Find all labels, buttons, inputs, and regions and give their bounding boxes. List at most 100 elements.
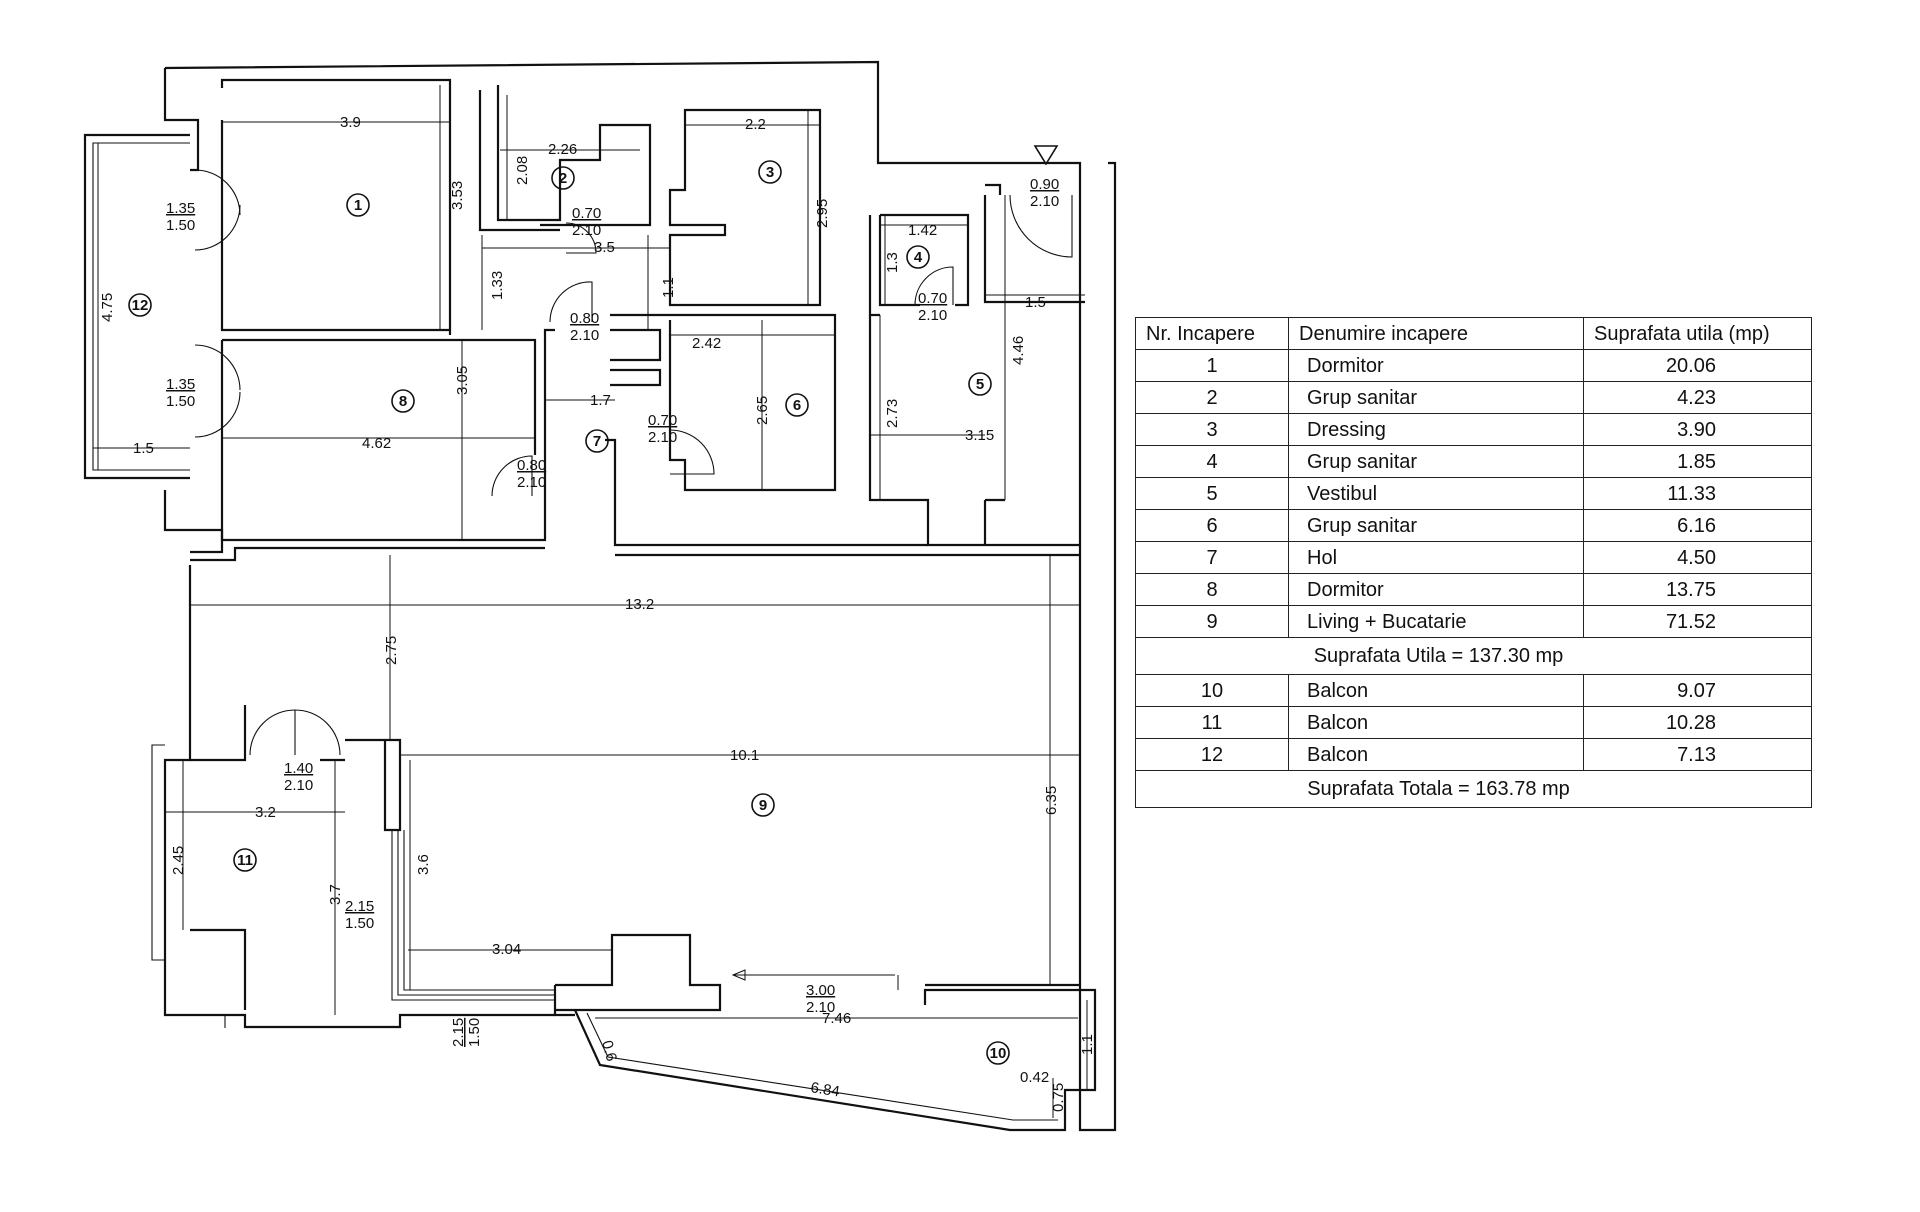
opening-w11b-height: 1.50 [466, 1018, 483, 1047]
room-number-cell: 12 [1135, 738, 1289, 771]
room-name-cell: Dressing [1288, 413, 1584, 446]
dim-r9-depth-c: 3.6 [415, 854, 432, 875]
dim-r2-width: 2.26 [548, 141, 577, 158]
header-area: Suprafata utila (mp) [1583, 317, 1812, 350]
room-marker-number: 12 [132, 297, 149, 314]
dim-r10-small-c: 1.1 [1079, 1034, 1096, 1055]
room-marker: 1 [346, 193, 370, 217]
room-number-cell: 6 [1135, 509, 1289, 542]
room-marker-circle [391, 389, 415, 413]
dim-r1-width: 3.9 [340, 114, 361, 131]
opening-d6-width: 0.70 [648, 412, 677, 429]
opening-d4-height: 2.10 [918, 307, 947, 324]
dim-r12-height: 4.75 [99, 293, 116, 322]
dim-r9-kitchen: 3.04 [492, 941, 521, 958]
room-marker-circle [233, 848, 257, 872]
dim-r9-depth-b: 6.35 [1043, 786, 1060, 815]
room-name-cell: Living + Bucatarie [1288, 605, 1584, 638]
room-name-cell: Dormitor [1288, 573, 1584, 606]
dim-r4-width: 1.42 [908, 222, 937, 239]
room-marker: 9 [751, 793, 775, 817]
dim-r12-width: 1.5 [133, 440, 154, 457]
room-marker-circle [551, 166, 575, 190]
dim-r1-height: 3.53 [449, 181, 466, 210]
room-marker-circle [785, 393, 809, 417]
room-name-cell: Vestibul [1288, 477, 1584, 510]
room-marker-number: 5 [976, 376, 984, 393]
dimension-labels: 3.9 3.53 2.26 2.08 2.2 2.95 3.5 1.33 1.1… [99, 114, 1096, 1112]
room-marker-number: 8 [399, 393, 407, 410]
room-marker-circle [346, 193, 370, 217]
room-marker: 7 [585, 429, 609, 453]
room-marker-circle [968, 372, 992, 396]
floor-plan: 3.9 3.53 2.26 2.08 2.2 2.95 3.5 1.33 1.1… [83, 60, 1117, 1132]
opening-d6-height: 2.10 [648, 429, 677, 446]
room-area-cell: 71.52 [1583, 605, 1812, 638]
room-marker-circle [986, 1041, 1010, 1065]
opening-d2-width: 0.70 [572, 205, 601, 222]
opening-w11-height: 1.50 [345, 915, 374, 932]
room-marker-circle [585, 429, 609, 453]
opening-w12b-height: 1.50 [166, 393, 195, 410]
dim-r3-height: 2.95 [814, 199, 831, 228]
room-name-cell: Balcon [1288, 738, 1584, 771]
room-marker-number: 3 [766, 164, 774, 181]
dim-r11-height: 2.45 [170, 846, 187, 875]
room-number-cell: 9 [1135, 605, 1289, 638]
room-marker: 4 [906, 245, 930, 269]
dim-r11-depth: 3.7 [327, 884, 344, 905]
opening-labels: 0.90 2.10 0.70 2.10 0.70 2.10 0.80 2.10 … [166, 176, 1059, 1047]
room-marker-circle [758, 160, 782, 184]
room-area-cell: 3.90 [1583, 413, 1812, 446]
room-area-cell: 7.13 [1583, 738, 1812, 771]
opening-d2-height: 2.10 [572, 222, 601, 239]
room-marker-circle [128, 293, 152, 317]
dim-r8-height: 3.05 [454, 366, 471, 395]
room-number-cell: 7 [1135, 541, 1289, 574]
header-room-name: Denumire incapere [1288, 317, 1584, 350]
header-room-number: Nr. Incapere [1135, 317, 1289, 350]
room-marker: 10 [986, 1041, 1010, 1065]
room-number-cell: 1 [1135, 349, 1289, 382]
room-marker: 12 [128, 293, 152, 317]
dim-corridor-3: 1.1 [660, 277, 677, 298]
dim-r9-width: 10.1 [730, 747, 759, 764]
room-name-cell: Balcon [1288, 674, 1584, 707]
opening-d11-width: 1.40 [284, 760, 313, 777]
total-text: Suprafata Totala = 163.78 mp [1135, 770, 1812, 808]
room-name-cell: Grup sanitar [1288, 509, 1584, 542]
subtotal-text: Suprafata Utila = 137.30 mp [1135, 637, 1812, 675]
dim-r5-height: 4.46 [1010, 336, 1027, 365]
dim-r5-length: 3.15 [965, 427, 994, 444]
room-area-cell: 13.75 [1583, 573, 1812, 606]
opening-d10-width: 3.00 [806, 982, 835, 999]
room-number-cell: 4 [1135, 445, 1289, 478]
room-area-cell: 1.85 [1583, 445, 1812, 478]
total-row: Suprafata Totala = 163.78 mp [1135, 770, 1812, 808]
dim-r10-small-a: 0.42 [1020, 1069, 1049, 1086]
dim-r10-length: 7.46 [822, 1010, 851, 1027]
room-area-cell: 9.07 [1583, 674, 1812, 707]
room-marker-circle [751, 793, 775, 817]
room-name-cell: Balcon [1288, 706, 1584, 739]
room-number-cell: 2 [1135, 381, 1289, 414]
dim-r6-width: 2.42 [692, 335, 721, 352]
dim-r5-depth: 2.73 [884, 399, 901, 428]
room-marker-number: 10 [990, 1045, 1007, 1062]
dim-r9-full: 13.2 [625, 596, 654, 613]
opening-d7-height: 2.10 [570, 327, 599, 344]
room-area-cell: 20.06 [1583, 349, 1812, 382]
room-marker-number: 7 [593, 433, 601, 450]
room-number-cell: 5 [1135, 477, 1289, 510]
room-number-cell: 11 [1135, 706, 1289, 739]
room-name-cell: Grup sanitar [1288, 445, 1584, 478]
opening-entry-height: 2.10 [1030, 193, 1059, 210]
room-marker: 11 [233, 848, 257, 872]
room-marker: 5 [968, 372, 992, 396]
opening-d4-width: 0.70 [918, 290, 947, 307]
